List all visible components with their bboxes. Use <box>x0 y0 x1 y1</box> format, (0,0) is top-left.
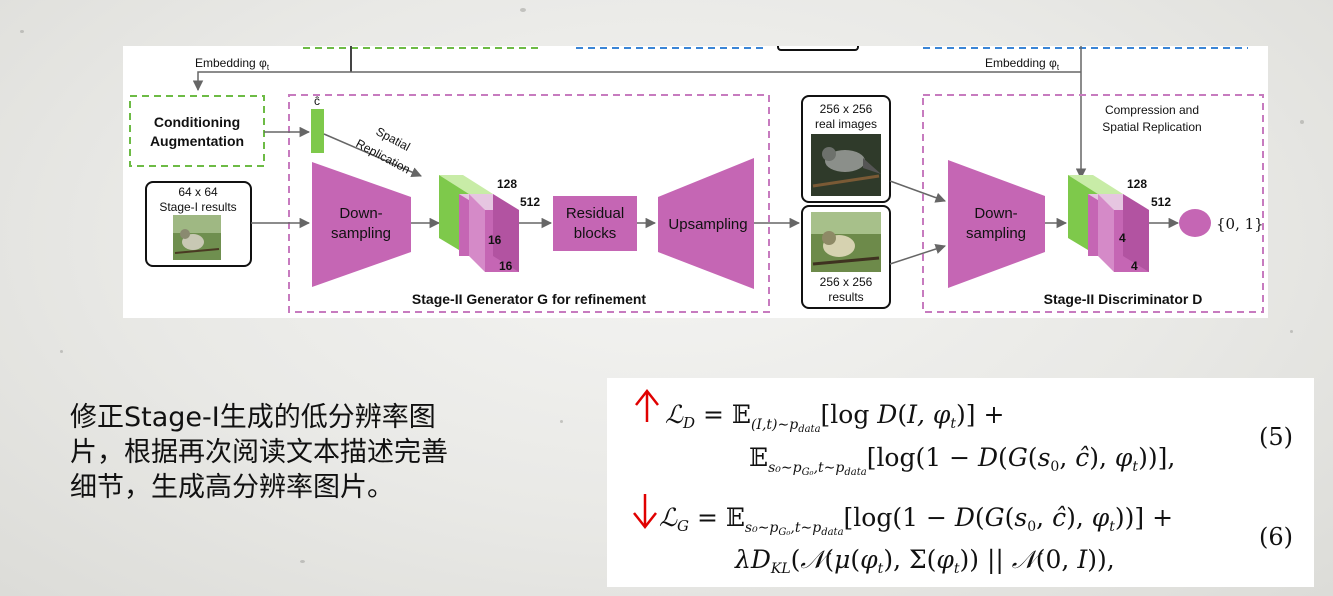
result-to-disc-arrow <box>889 243 946 265</box>
compression-label-2: Spatial Replication <box>1102 120 1201 134</box>
embedding-label-right: Embedding φt <box>985 56 1060 72</box>
downsampling-label-2: sampling <box>331 225 391 242</box>
description-line-1: 修正Stage-I生成的低分辨率图 <box>70 402 436 433</box>
real-desc-label: real images <box>815 117 877 131</box>
compression-label-1: Compression and <box>1105 103 1199 117</box>
gen-cube-128: 128 <box>497 177 517 191</box>
description-line-2: 片，根据再次阅读文本描述完善 <box>70 437 448 468</box>
gen-cube-16-front: 16 <box>488 233 502 247</box>
output-node <box>1179 209 1211 237</box>
equation-6-number: (6) <box>1259 523 1293 551</box>
output-label: {0, 1} <box>1216 215 1264 233</box>
discriminator-label: Stage-II Discriminator D <box>1044 291 1203 307</box>
result-desc-label: results <box>828 290 863 304</box>
gen-cube-16-bottom: 16 <box>499 259 513 273</box>
equation-5-line-2: 𝔼s₀∼pG₀,t∼pdata[log(1 − D(G(s0, ĉ), φt))… <box>749 443 1175 478</box>
c-hat-vector <box>311 109 324 153</box>
discriminator-feature-cube <box>1068 175 1149 272</box>
result-bird-image <box>811 212 881 272</box>
loss-equations: ℒD = 𝔼(I,t)∼pdata[log D(I, φt)] + 𝔼s₀∼pG… <box>607 378 1314 587</box>
top-box <box>777 46 859 51</box>
texture-speck <box>20 30 24 33</box>
texture-speck <box>1300 120 1304 124</box>
conditioning-augmentation-box <box>129 95 265 167</box>
disc-downsampling-label-1: Down- <box>974 205 1017 222</box>
discriminator-box <box>922 94 1264 313</box>
description-text: 修正Stage-I生成的低分辨率图 片，根据再次阅读文本描述完善 细节，生成高分… <box>70 400 550 505</box>
spatial-replication-arrow <box>323 133 422 178</box>
equation-5-number: (5) <box>1259 423 1293 451</box>
downsampling-label-1: Down- <box>339 205 382 222</box>
equation-6-line-2: λDKL(𝒩(μ(φt), Σ(φt)) || 𝒩(0, I)), <box>734 545 1115 577</box>
generator-downsampling-block <box>312 162 411 287</box>
embedding-arrow-left <box>192 71 1081 92</box>
discriminator-downsampling-block <box>948 160 1045 288</box>
residual-label-1: Residual <box>566 205 624 222</box>
upsampling-block <box>658 158 754 289</box>
texture-speck <box>60 350 63 353</box>
stage1-bird-thumbnail <box>173 215 221 260</box>
c-hat-label: ĉ <box>314 94 320 108</box>
texture-speck <box>1290 330 1293 333</box>
generator-box <box>288 94 770 313</box>
texture-speck <box>560 420 563 423</box>
gen-cube-512: 512 <box>520 195 540 209</box>
disc-cube-512: 512 <box>1151 195 1171 209</box>
disc-cube-4-bottom: 4 <box>1131 259 1138 273</box>
augmentation-label: Augmentation <box>150 133 244 149</box>
arrow-down-icon <box>633 494 657 530</box>
disc-cube-4-front: 4 <box>1119 231 1126 245</box>
equation-5-line-1: ℒD = 𝔼(I,t)∼pdata[log D(I, φt)] + <box>665 400 1004 435</box>
arrow-up-icon <box>635 388 659 422</box>
result-size-label: 256 x 256 <box>820 275 873 289</box>
upsampling-label: Upsampling <box>668 216 747 233</box>
disc-downsampling-label-2: sampling <box>966 225 1026 242</box>
disc-cube-128: 128 <box>1127 177 1147 191</box>
stackgan-stage2-diagram: Embedding φt Embedding φt Conditioning A… <box>123 46 1268 318</box>
residual-blocks <box>553 196 637 251</box>
input-size-label: 64 x 64 <box>178 185 218 199</box>
real-bird-image <box>811 134 881 196</box>
real-size-label: 256 x 256 <box>820 102 873 116</box>
real-to-disc-arrow <box>889 180 946 203</box>
equation-6-line-1: ℒG = 𝔼s₀∼pG₀,t∼pdata[log(1 − D(G(s0, ĉ),… <box>659 503 1173 538</box>
generator-label: Stage-II Generator G for refinement <box>412 291 646 307</box>
texture-speck <box>300 560 305 563</box>
embedding-label-left: Embedding φt <box>195 56 270 72</box>
conditioning-label: Conditioning <box>154 114 240 130</box>
residual-label-2: blocks <box>574 225 617 242</box>
texture-speck <box>520 8 526 12</box>
description-line-3: 细节，生成高分辨率图片。 <box>70 472 394 503</box>
generator-feature-cube <box>439 175 519 272</box>
input-desc-label: Stage-I results <box>159 200 236 214</box>
